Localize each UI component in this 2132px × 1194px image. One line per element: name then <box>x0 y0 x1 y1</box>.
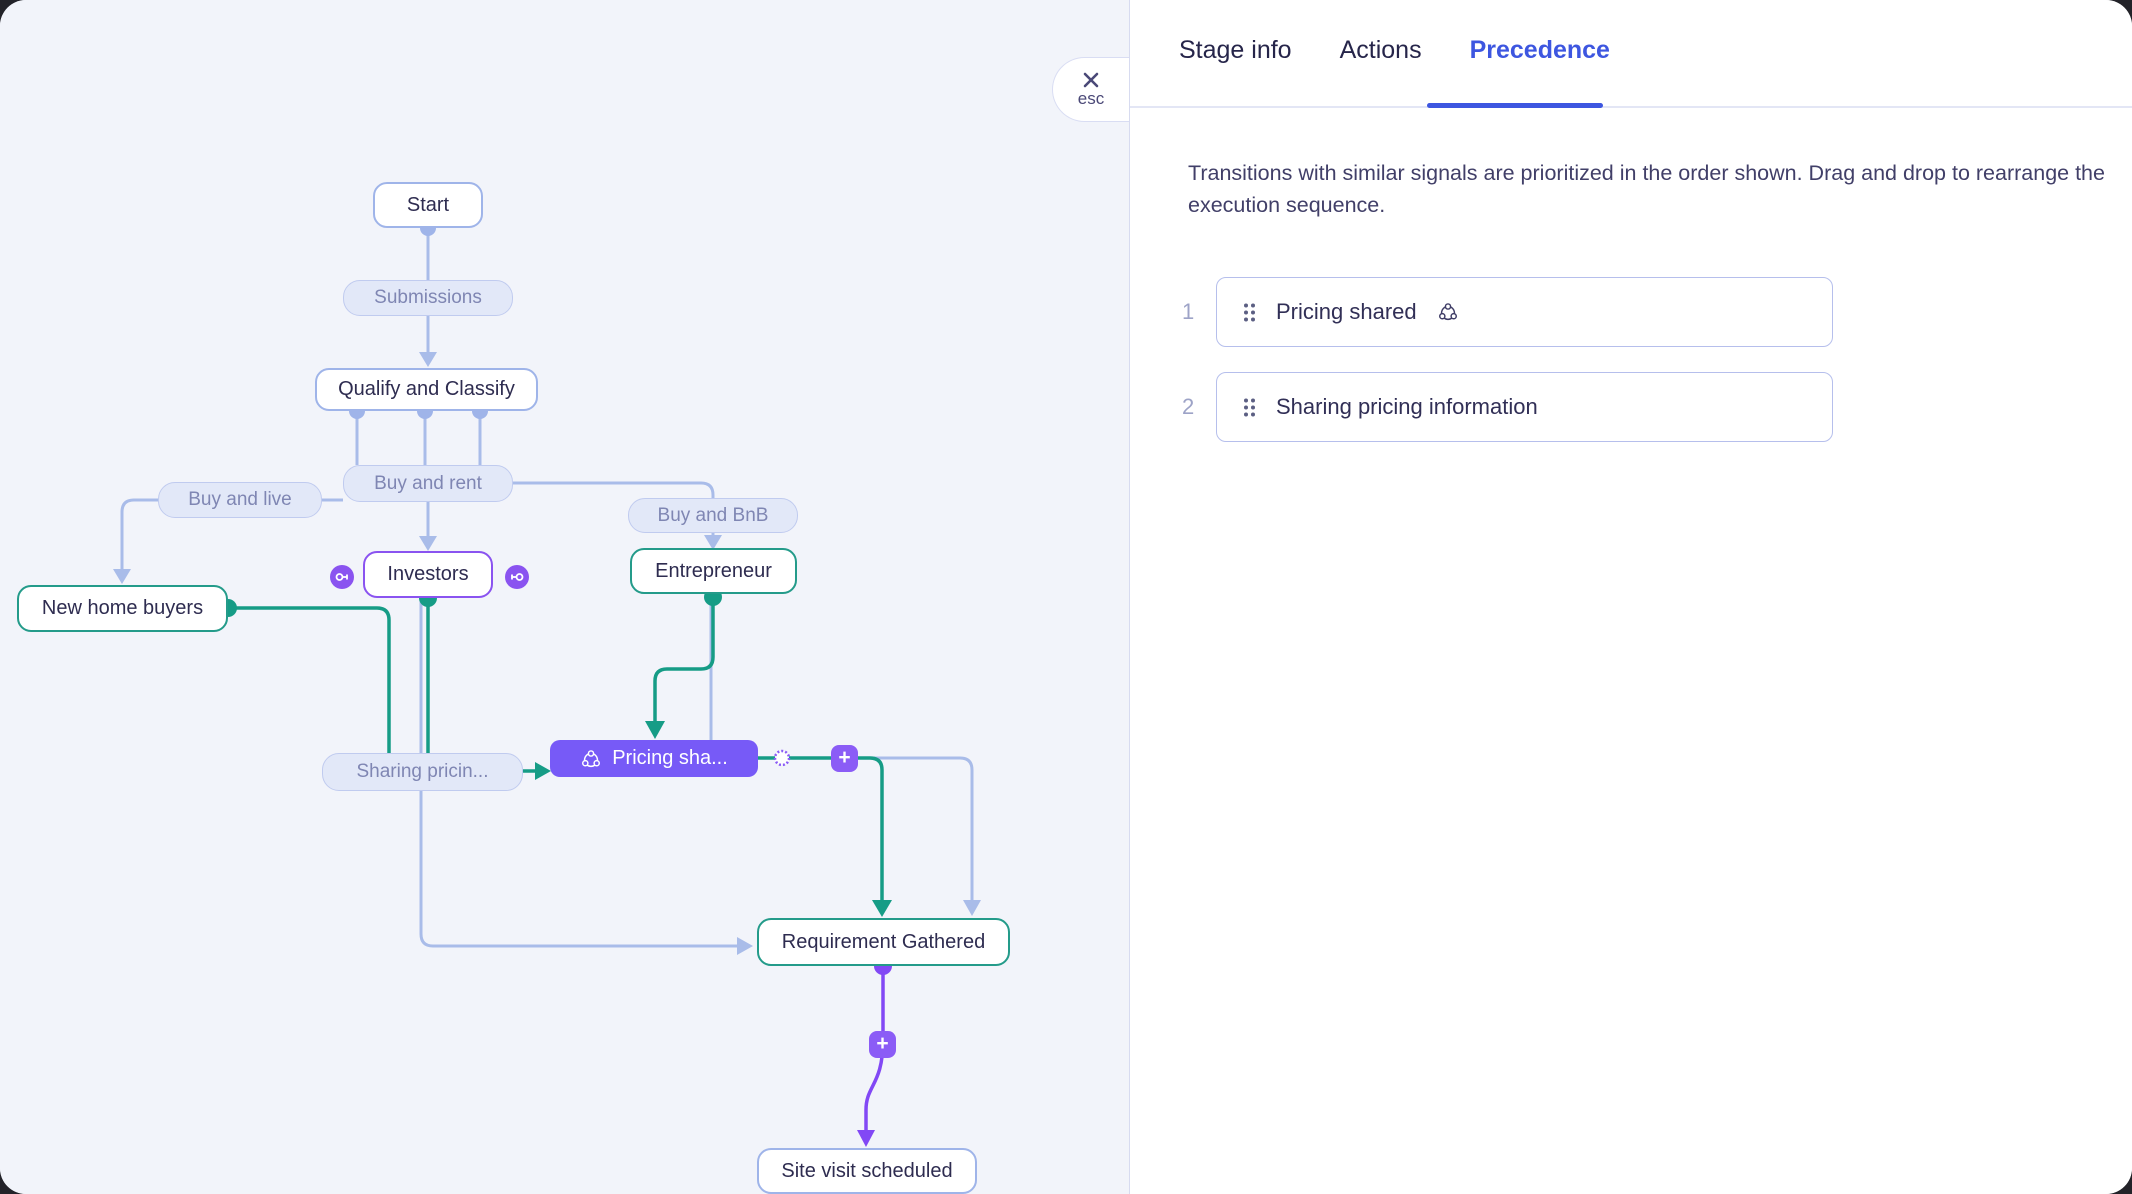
stage-settings-panel: Stage info Actions Precedence Transition… <box>1129 0 2132 1194</box>
panel-tabs: Stage info Actions Precedence <box>1179 36 1610 99</box>
node-new-home-buyers[interactable]: New home buyers <box>17 585 228 632</box>
precedence-row: 2 Sharing pricing information <box>1130 372 1833 442</box>
node-label: Pricing sha... <box>612 747 728 769</box>
close-esc-button[interactable]: esc <box>1052 57 1129 122</box>
transition-label-submissions[interactable]: Submissions <box>343 280 513 316</box>
node-start[interactable]: Start <box>373 182 483 228</box>
node-site-visit-scheduled[interactable]: Site visit scheduled <box>757 1148 977 1194</box>
close-icon <box>1083 72 1099 88</box>
node-pricing-shared-selected[interactable]: Pricing sha... <box>550 740 758 777</box>
link-handle-left[interactable] <box>330 565 354 589</box>
tabs-divider <box>1130 106 2132 108</box>
node-requirement-gathered[interactable]: Requirement Gathered <box>757 918 1010 966</box>
link-handle-right[interactable] <box>505 565 529 589</box>
signal-icon <box>580 748 602 770</box>
transition-label-buy-and-bnb[interactable]: Buy and BnB <box>628 498 798 533</box>
node-investors[interactable]: Investors <box>363 551 493 598</box>
precedence-order: 1 <box>1182 299 1195 324</box>
link-handle-icon <box>511 573 524 581</box>
esc-label: esc <box>1077 89 1105 108</box>
add-action-button[interactable]: + <box>831 745 858 772</box>
node-entrepreneur[interactable]: Entrepreneur <box>630 548 797 594</box>
drag-handle-icon[interactable] <box>1243 302 1256 323</box>
add-transition-button[interactable]: + <box>869 1031 896 1058</box>
precedence-description: Transitions with similar signals are pri… <box>1188 161 2105 217</box>
precedence-item-label: Sharing pricing information <box>1276 394 1538 419</box>
precedence-item-sharing-pricing-information[interactable]: Sharing pricing information <box>1216 372 1833 442</box>
transition-label-sharing-pricing[interactable]: Sharing pricin... <box>322 753 523 791</box>
transition-label-buy-and-live[interactable]: Buy and live <box>158 482 322 518</box>
precedence-item-label: Pricing shared <box>1276 299 1417 324</box>
tab-stage-info[interactable]: Stage info <box>1179 36 1292 64</box>
precedence-row: 1 Pricing shared <box>1130 277 1833 347</box>
tab-actions[interactable]: Actions <box>1339 36 1422 64</box>
tab-precedence[interactable]: Precedence <box>1469 36 1610 64</box>
node-qualify-and-classify[interactable]: Qualify and Classify <box>315 368 538 411</box>
signal-icon <box>1437 301 1459 323</box>
precedence-item-pricing-shared[interactable]: Pricing shared <box>1216 277 1833 347</box>
journey-canvas[interactable]: Start Submissions Qualify and Classify B… <box>0 0 1129 1194</box>
drag-handle-icon[interactable] <box>1243 397 1256 418</box>
precedence-order: 2 <box>1182 394 1195 419</box>
active-tab-underline <box>1427 103 1603 108</box>
transition-label-buy-and-rent[interactable]: Buy and rent <box>343 465 513 502</box>
transition-point-icon <box>773 749 791 767</box>
link-handle-icon <box>335 573 348 581</box>
